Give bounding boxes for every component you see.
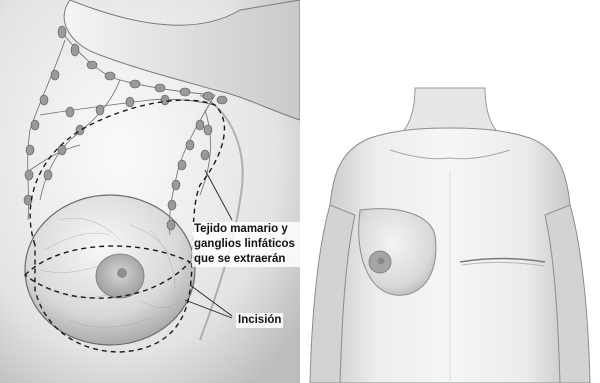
breast-closeup-panel: Tejido mamario y ganglios linfáticos que… — [0, 0, 300, 383]
nipple — [117, 268, 127, 278]
tissue-callout: Tejido mamario y ganglios linfáticos que… — [192, 222, 306, 267]
tissue-label-line-3: que se extraerán — [194, 252, 304, 267]
post-surgery-torso-panel — [300, 0, 600, 383]
tissue-label-line-2: ganglios linfáticos — [194, 237, 304, 252]
tissue-label-line-1: Tejido mamario y — [194, 222, 304, 237]
remaining-nipple — [378, 258, 385, 265]
post-surgery-torso-illustration — [300, 0, 600, 383]
incision-callout: Incisión — [236, 313, 283, 328]
